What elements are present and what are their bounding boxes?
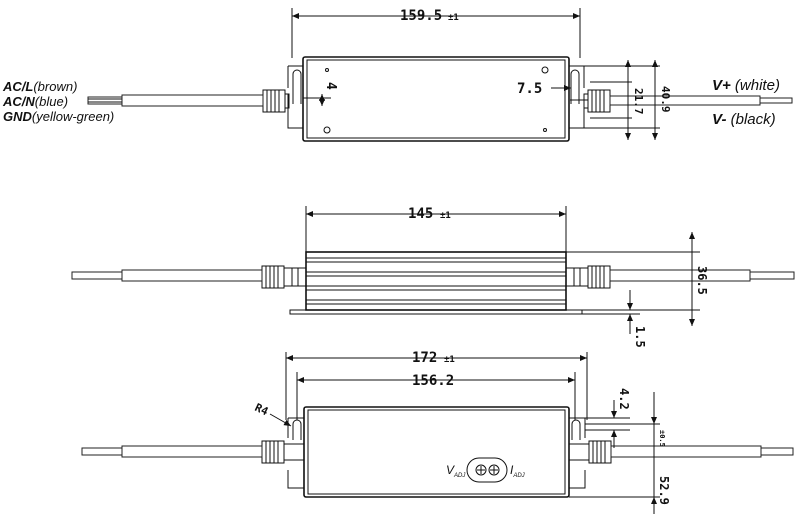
label-ac-l: AC/L(brown): [2, 79, 77, 94]
top-inner-width-dim: 21.7: [632, 88, 645, 115]
top-hole-dim: 4: [323, 82, 338, 90]
top-slot-dim: 7.5: [517, 81, 542, 97]
adjust-pot-panel: [466, 457, 508, 483]
bottom-radius-dim: R4: [253, 401, 271, 419]
bottom-offset-tol: ±0.5: [658, 430, 666, 447]
side-flange-dim: 1.5: [633, 326, 647, 348]
side-length-tol: ±1: [440, 211, 451, 221]
label-ac-n: AC/N(blue): [2, 94, 68, 109]
bottom-total-tol: ±1: [444, 355, 455, 365]
bottom-mount-dim: 156.2: [412, 373, 454, 389]
i-adj-pot-icon: [488, 464, 500, 476]
bottom-offset-dim: 52.9: [657, 476, 671, 505]
side-view: 145 ±1 36.5 1.5: [71, 206, 795, 348]
i-adj-label: IADJ: [510, 463, 526, 479]
top-view: 159.5 ±1 4 7.5: [2, 8, 793, 142]
top-length-dim: 159.5: [400, 8, 442, 24]
label-gnd: GND(yellow-green): [3, 109, 114, 124]
v-adj-pot-icon: [475, 464, 487, 476]
top-outer-width-dim: 40.9: [659, 86, 672, 113]
bottom-slot-width-dim: 4.2: [617, 388, 631, 410]
bottom-total-dim: 172: [412, 350, 437, 366]
bottom-view: 172 ±1 156.2 R4: [81, 350, 794, 514]
label-v-minus: V- (black): [712, 111, 776, 128]
side-length-dim: 145: [408, 206, 433, 222]
top-length-tol: ±1: [448, 13, 459, 23]
side-height-dim: 36.5: [695, 266, 709, 295]
label-v-plus: V+ (white): [712, 77, 780, 94]
v-adj-label: VADJ: [446, 463, 466, 479]
